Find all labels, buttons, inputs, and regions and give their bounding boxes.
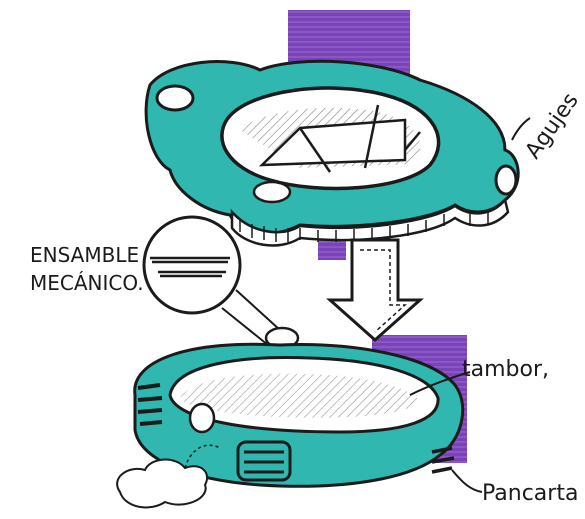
label-assembly-line1: ENSAMBLE [30, 243, 139, 267]
label-agujeros: Agujes [521, 89, 584, 164]
label-pancarta: Pancarta [482, 481, 578, 506]
label-tambor: tambor, [462, 357, 549, 382]
drum-part [135, 344, 463, 486]
leader-agujeros [512, 118, 530, 140]
hand-sketch [117, 460, 207, 508]
label-assembly-line2: MECÁNICO. [30, 271, 144, 295]
leader-pancarta [452, 470, 482, 492]
